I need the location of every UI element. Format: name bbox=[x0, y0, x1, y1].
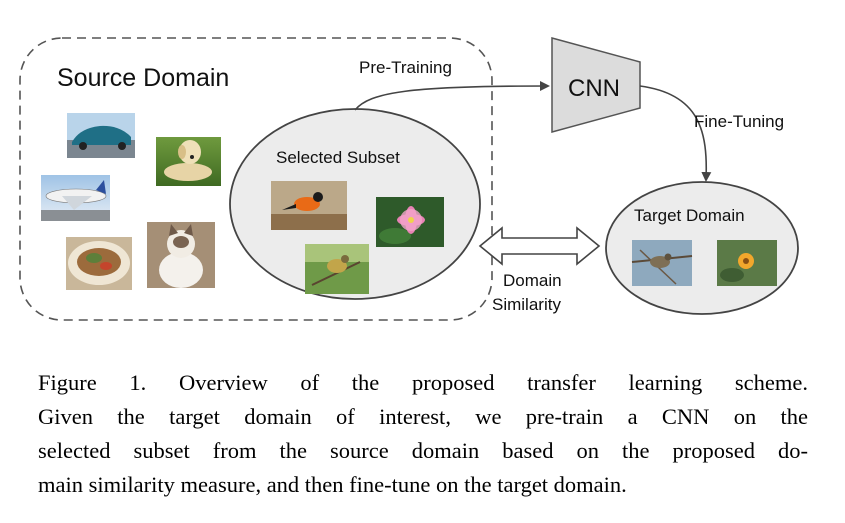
figure-caption: Figure 1. Overview of the proposed trans… bbox=[38, 366, 808, 502]
domain-similarity-arrow bbox=[478, 226, 601, 266]
perched-bird-photo bbox=[631, 240, 693, 286]
airplane-photo bbox=[41, 175, 110, 221]
caption-line-2: Given the target domain of interest, we … bbox=[38, 404, 808, 429]
caption-line-3: selected subset from the source domain b… bbox=[38, 438, 808, 463]
source-domain-title: Source Domain bbox=[57, 64, 229, 92]
fine-tuning-label: Fine-Tuning bbox=[694, 112, 784, 131]
lotus-flower-photo bbox=[376, 197, 444, 247]
food-photo bbox=[66, 237, 132, 290]
domain-similarity-label-line2: Similarity bbox=[492, 295, 561, 314]
car-photo bbox=[67, 113, 135, 158]
domain-similarity-label-line1: Domain bbox=[503, 271, 562, 290]
dog-photo bbox=[156, 137, 221, 186]
oriole-bird-photo bbox=[271, 181, 347, 230]
sparrow-bird-photo bbox=[305, 244, 369, 294]
target-domain-title: Target Domain bbox=[634, 206, 745, 225]
pre-training-arrow bbox=[354, 81, 550, 111]
fine-tuning-arrow bbox=[639, 85, 712, 182]
caption-line-1: Figure 1. Overview of the proposed trans… bbox=[38, 370, 808, 395]
pre-training-label: Pre-Training bbox=[359, 58, 452, 77]
cnn-label: CNN bbox=[568, 75, 620, 102]
selected-subset-title: Selected Subset bbox=[276, 148, 400, 167]
cnn-trapezoid bbox=[551, 37, 641, 133]
yellow-flower-photo bbox=[717, 240, 777, 286]
cat-photo bbox=[147, 222, 215, 288]
caption-line-4: main similarity measure, and then fine-t… bbox=[38, 472, 627, 497]
